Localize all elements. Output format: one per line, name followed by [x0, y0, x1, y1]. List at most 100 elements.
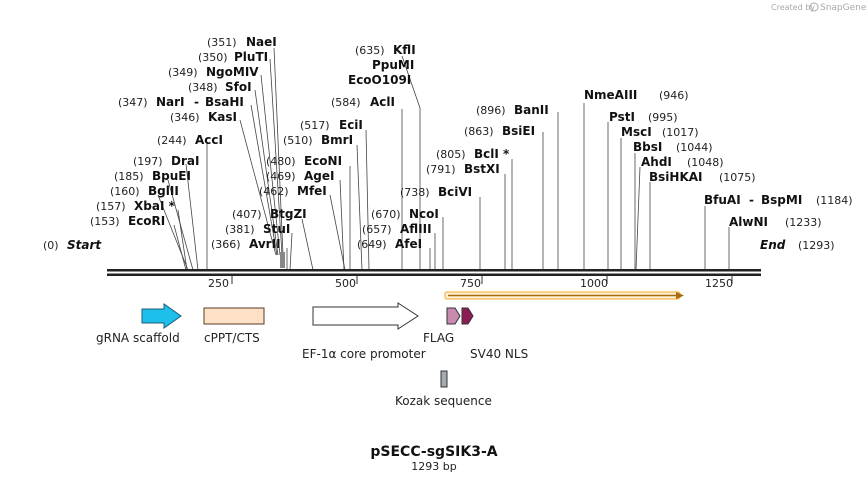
site-position: (346): [170, 111, 200, 124]
feature-label: SV40 NLS: [470, 347, 528, 361]
site-position: (349): [168, 66, 198, 79]
site-name: AfeI: [395, 237, 422, 251]
site-name: AccI: [195, 133, 223, 147]
end-label: End: [760, 238, 786, 252]
site-name: BglII: [148, 184, 179, 198]
site-position: (153): [90, 215, 120, 228]
site-position: (244): [157, 134, 187, 147]
site-position: (995): [648, 111, 678, 124]
site-position: (738): [400, 186, 430, 199]
site-position: (510): [283, 134, 313, 147]
site-name: BciVI: [438, 185, 472, 199]
site-position: (160): [110, 185, 140, 198]
site-name: NmeAIII: [584, 88, 637, 102]
site-name: BanII: [514, 103, 549, 117]
tick-label: 500: [335, 277, 356, 290]
SV40-NLS-feature[interactable]: [461, 307, 474, 325]
site-position: (480): [266, 155, 296, 168]
site-name: EcoRI: [128, 214, 165, 228]
site-name: XbaI *: [134, 199, 176, 213]
site-position: (350): [198, 51, 228, 64]
site-position: (381): [225, 223, 255, 236]
site-name: KasI: [208, 110, 237, 124]
site-name: EcoO109I: [348, 73, 411, 87]
credit-brand: SnapGene: [820, 3, 867, 13]
site-position: (185): [114, 170, 144, 183]
plasmid-name: pSECC-sgSIK3-A: [370, 444, 497, 460]
site-name: KflI: [393, 43, 416, 57]
tick-label: 1250: [705, 277, 733, 290]
site-name: EcoNI: [304, 154, 342, 168]
ruler-ticks: [231, 276, 733, 284]
site-name: BbsI: [633, 140, 662, 154]
Kozak-sequence-feature[interactable]: [440, 370, 448, 388]
site-position: (197): [133, 155, 163, 168]
site-separator: -: [749, 193, 754, 207]
feature-label: FLAG: [423, 331, 454, 345]
EF-1a-core-promoter-feature[interactable]: [312, 302, 419, 330]
feature-label: gRNA scaffold: [96, 331, 180, 345]
site-position: (351): [207, 36, 237, 49]
feature-label: EF-1α core promoter: [302, 347, 426, 361]
site-position: (791): [426, 163, 456, 176]
site-name: BsiEI: [502, 124, 535, 138]
site-name-2: BsaHI: [205, 95, 244, 109]
site-position: (347): [118, 96, 148, 109]
plasmid-size: 1293 bp: [411, 460, 456, 473]
start-label: Start: [67, 238, 102, 252]
site-name: PluTI: [234, 50, 268, 64]
tick-label: 1000: [580, 277, 608, 290]
site-position: (517): [300, 119, 330, 132]
site-position: (584): [331, 96, 361, 109]
site-position: (946): [659, 89, 689, 102]
site-position: (896): [476, 104, 506, 117]
site-separator: -: [194, 95, 199, 109]
start-position: (0): [43, 239, 59, 252]
site-name: AflIII: [400, 222, 432, 236]
site-position: (1075): [719, 171, 756, 184]
site-name: BsiHKAI: [649, 170, 703, 184]
tick-label: 250: [208, 277, 229, 290]
FLAG-feature[interactable]: [446, 307, 461, 325]
feature-label: cPPT/CTS: [204, 331, 260, 345]
site-name: BtgZI: [270, 207, 307, 221]
orf-arrow-head: [676, 292, 684, 299]
site-name: AvrII: [249, 237, 281, 251]
site-position: (670): [371, 208, 401, 221]
site-position: (348): [188, 81, 218, 94]
selection-marker: [280, 252, 285, 268]
site-position: (407): [232, 208, 262, 221]
gRNA-scaffold-feature[interactable]: [141, 303, 182, 329]
site-name: PstI: [609, 110, 635, 124]
site-position: (157): [96, 200, 126, 213]
site-position: (469): [266, 170, 296, 183]
sequence-backbone-top: [107, 269, 761, 272]
site-name: EciI: [339, 118, 363, 132]
site-name: NaeI: [246, 35, 277, 49]
cPPT-CTS-feature[interactable]: [203, 307, 265, 325]
site-name: DraI: [171, 154, 199, 168]
site-name: NarI: [156, 95, 185, 109]
site-position: (805): [436, 148, 466, 161]
site-position: (1233): [785, 216, 822, 229]
cut-site-leaders: [157, 47, 730, 271]
site-name: MfeI: [297, 184, 327, 198]
cut-site-labels: (351) NaeI (350) PluTI (349) NgoMIV (348…: [90, 35, 853, 251]
end-position: (1293): [798, 239, 835, 252]
site-position: (863): [464, 125, 494, 138]
site-name: AclI: [370, 95, 395, 109]
sequence-backbone-bottom: [107, 273, 761, 276]
site-name: StuI: [263, 222, 290, 236]
site-position: (1048): [687, 156, 724, 169]
feature-label: Kozak sequence: [395, 394, 492, 408]
site-name: AlwNI: [729, 215, 768, 229]
site-name: BmrI: [321, 133, 353, 147]
site-position: (1184): [816, 194, 853, 207]
credit-prefix: Created by: [771, 3, 815, 12]
site-name: SfoI: [225, 80, 252, 94]
site-position: (366): [211, 238, 241, 251]
site-position: (1044): [676, 141, 713, 154]
snapgene-logo-icon: [809, 2, 819, 12]
